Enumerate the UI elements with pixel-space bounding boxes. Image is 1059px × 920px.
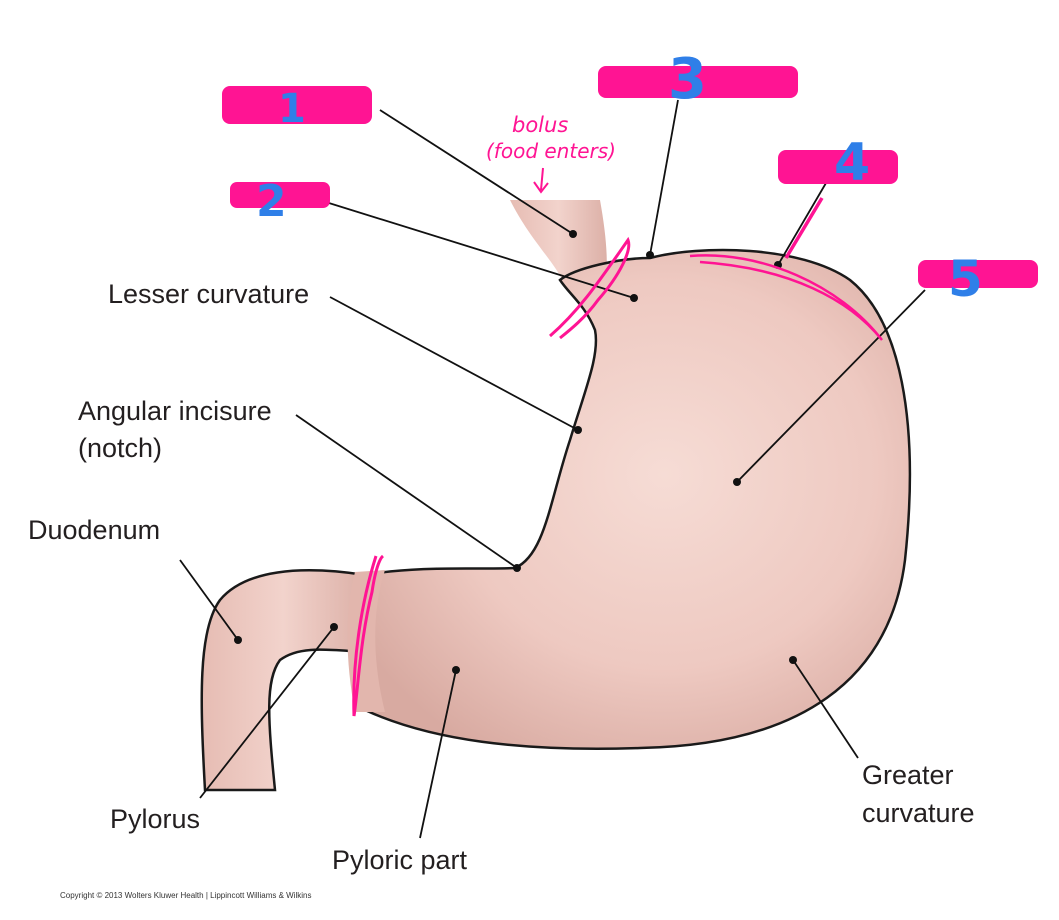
number-4: 4 [834,133,870,193]
label-angular-incisure-notch: (notch) [78,433,162,463]
pylorus-shape [347,570,385,712]
copyright-text: Copyright © 2013 Wolters Kluwer Health |… [60,891,311,900]
leader-lesser-curvature [329,296,579,431]
leader-greater-curvature [792,659,859,759]
number-5: 5 [948,250,983,308]
leader-lesser-curvature-dot [574,426,582,434]
leader-duodenum [179,559,239,641]
leader-greater-curvature-dot [789,656,797,664]
annotation-arrow [533,167,549,194]
label-duodenum: Duodenum [28,515,160,545]
label-pyloric-part: Pyloric part [332,845,468,875]
number-1: 1 [278,86,306,132]
leader-pyloric-part [419,669,457,839]
label-pylorus: Pylorus [110,804,200,834]
leader-angular-incisure-dot [513,564,521,572]
cardia-boundary-marker [549,236,631,340]
leader-3-dot [646,251,654,259]
leader-5 [736,289,926,483]
leader-2 [299,193,635,299]
label-angular-incisure: Angular incisure [78,396,272,426]
redaction-bar-3 [598,66,798,98]
leader-1 [379,109,574,235]
duodenum-shape [200,569,367,792]
label-greater-curvature-2: curvature [862,798,975,828]
number-2: 2 [256,176,287,227]
leader-pyloric-part-dot [452,666,460,674]
leader-1-dot [569,230,577,238]
redaction-bar-2 [230,182,330,208]
redaction-bar-1 [222,86,372,124]
label-lesser-curvature: Lesser curvature [108,279,309,309]
annotation-bolus: bolus [512,113,568,137]
fundus-boundary-marker [689,254,883,341]
redaction-bar-5 [918,260,1038,288]
leader-angular-incisure [295,414,518,569]
leader-pylorus [199,626,335,799]
label-greater-curvature: Greater [862,760,954,790]
redaction-bar-4 [778,150,898,184]
leader-3 [649,99,679,256]
stomach-shape [363,248,912,750]
pyloric-sphincter-marker [352,554,385,717]
leader-duodenum-dot [234,636,242,644]
fundus-pointer-mark [784,197,824,259]
leader-5-dot [733,478,741,486]
leader-4 [777,182,827,266]
leader-pylorus-dot [330,623,338,631]
annotation-food-enters: (food enters) [486,139,616,163]
number-3: 3 [668,47,707,112]
leader-2-dot [630,294,638,302]
